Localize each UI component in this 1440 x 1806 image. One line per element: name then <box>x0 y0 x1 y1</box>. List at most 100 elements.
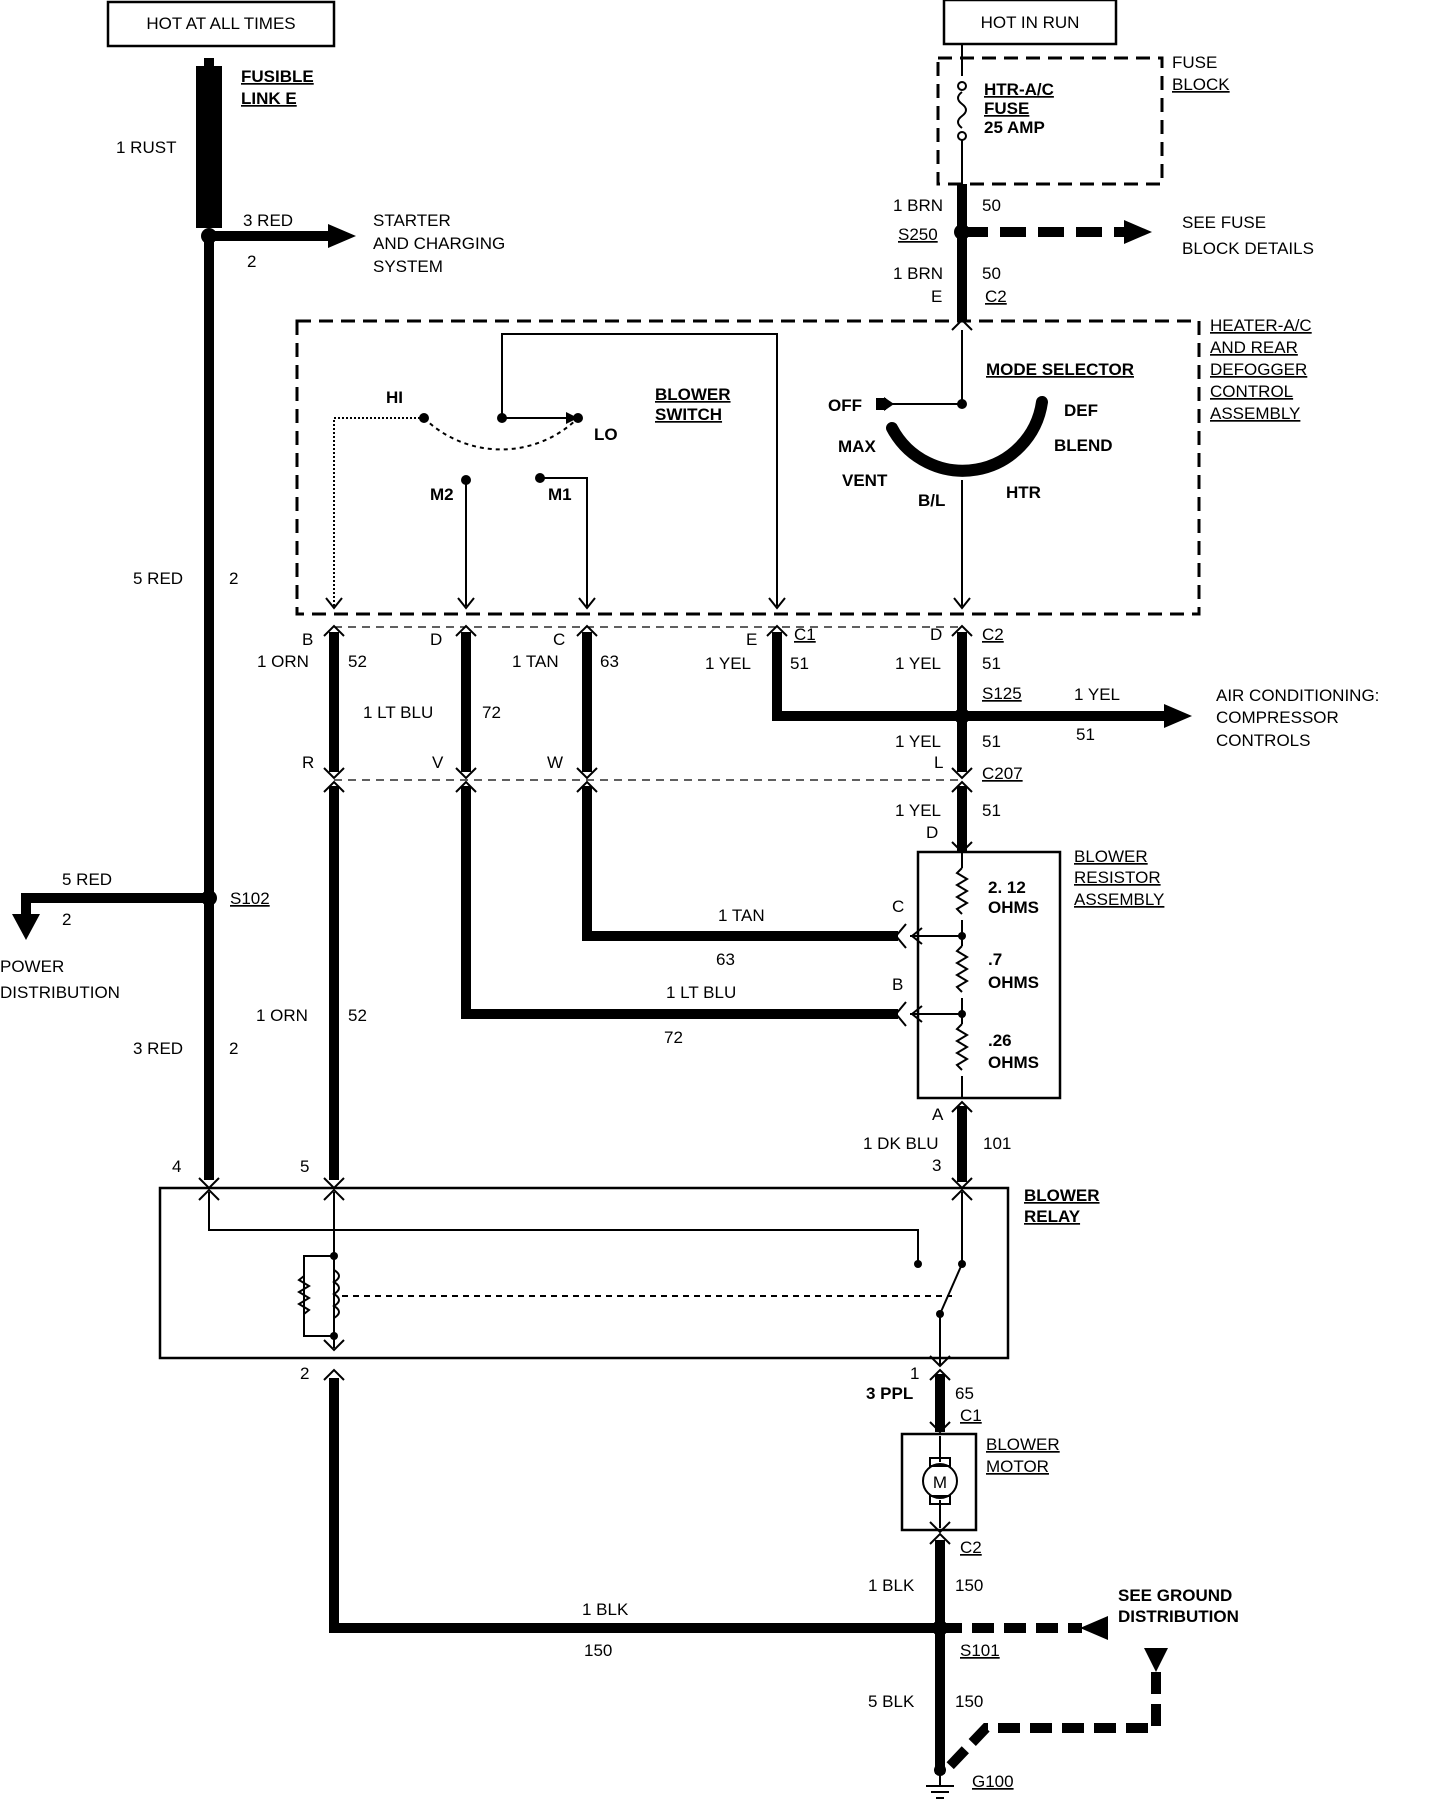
brn-top-label: 1 BRN <box>893 196 943 215</box>
see-fuse-arrow <box>1124 220 1152 244</box>
motor-bottom-arrow <box>929 1521 951 1534</box>
relay-label-1: BLOWER <box>1024 1186 1100 1205</box>
starter-label-2: AND CHARGING <box>373 234 505 253</box>
motor-c1-label: C1 <box>960 1406 982 1425</box>
hi-label: HI <box>386 388 403 407</box>
ac-label-1: AIR CONDITIONING: <box>1216 686 1379 705</box>
relay-pin-4 <box>198 1177 220 1190</box>
r1-label-2: OHMS <box>988 898 1039 917</box>
pin-b-label: B <box>302 630 313 649</box>
brn-top-circuit: 50 <box>982 196 1001 215</box>
blk1-circuit: 150 <box>955 1576 983 1595</box>
m1-arrow <box>578 597 596 610</box>
c207-pin-r-bot <box>323 780 345 793</box>
hot-in-run-label: HOT IN RUN <box>981 13 1080 32</box>
g100-label: G100 <box>972 1772 1014 1791</box>
pin-d3-label: D <box>926 823 938 842</box>
s101-label: S101 <box>960 1641 1000 1660</box>
yel-mid-label: 1 YEL <box>895 732 941 751</box>
pin-l-label: L <box>934 753 943 772</box>
motor-armature <box>922 1463 958 1499</box>
fusible-link-e <box>196 66 222 228</box>
ltblu-mid-circuit: 72 <box>664 1028 683 1047</box>
c1-pin-e <box>766 624 788 637</box>
mode-output-arrow <box>953 597 971 610</box>
blk1-label: 1 BLK <box>868 1576 915 1595</box>
lo-label: LO <box>594 425 618 444</box>
relay-nc-contact <box>914 1260 922 1268</box>
relay-pin-5 <box>323 1177 345 1190</box>
fusible-link-label-1: FUSIBLE <box>241 67 314 86</box>
ltblu-connector <box>894 1001 907 1027</box>
pin-r-label: R <box>302 753 314 772</box>
heater-ac-label-4: CONTROL <box>1210 382 1293 401</box>
yel-ac-circuit: 51 <box>1076 725 1095 744</box>
relay-in-3 <box>951 1188 973 1201</box>
relay-resistor <box>297 1275 311 1315</box>
c1-label: C1 <box>794 625 816 644</box>
motor-label-1: BLOWER <box>986 1435 1060 1454</box>
orn-top-circuit: 52 <box>348 652 367 671</box>
heater-ac-control-box <box>295 319 1201 616</box>
yel-ac-label: 1 YEL <box>1074 685 1120 704</box>
s102-label: S102 <box>230 889 270 908</box>
resistor-3 <box>955 1023 969 1071</box>
mode-arc <box>886 396 1048 477</box>
resistor-label-3: ASSEMBLY <box>1074 890 1164 909</box>
relay-pin-2-label: 2 <box>300 1364 309 1383</box>
res-pin-a-label: A <box>932 1105 944 1124</box>
relay-pin-1-label: 1 <box>910 1364 919 1383</box>
see-fuse-label-2: BLOCK DETAILS <box>1182 239 1314 258</box>
fusible-link-label-2: LINK E <box>241 89 297 108</box>
relay-out-1 <box>929 1355 951 1368</box>
m1-label: M1 <box>548 485 572 504</box>
c1-pin-c <box>576 624 598 637</box>
motor-c1-connector <box>929 1421 951 1434</box>
relay-armature <box>939 1263 963 1315</box>
relay-pin-2 <box>323 1368 345 1381</box>
motor-label-2: MOTOR <box>986 1457 1049 1476</box>
blk-h-label: 1 BLK <box>582 1600 629 1619</box>
tan-wire-lower <box>582 786 898 941</box>
ltblu-top-circuit: 72 <box>482 703 501 722</box>
tan-top-circuit: 63 <box>600 652 619 671</box>
see-ground-label-1: SEE GROUND <box>1118 1586 1232 1605</box>
pin-d-label: D <box>430 630 442 649</box>
pin-d2-label: D <box>930 625 942 644</box>
yel-low-circuit: 51 <box>982 801 1001 820</box>
switch-feed-wire <box>501 333 778 606</box>
c207-pin-w-top <box>576 767 598 780</box>
relay-pin-3 <box>951 1177 973 1190</box>
r1-label-1: 2. 12 <box>988 878 1026 897</box>
starter-wire-color: 3 RED <box>243 211 293 230</box>
fuse-block-label-1: FUSE <box>1172 53 1217 72</box>
relay-in-4 <box>198 1188 220 1201</box>
max-label: MAX <box>838 437 876 456</box>
c207-pin-v-top <box>455 767 477 780</box>
red3-mid-label: 3 RED <box>133 1039 183 1058</box>
red5-pd-circuit: 2 <box>62 910 71 929</box>
fuse-terminal-top <box>957 81 967 91</box>
yel-low-label: 1 YEL <box>895 801 941 820</box>
ac-arrow <box>1164 704 1192 728</box>
pin-e-label: E <box>746 630 757 649</box>
off-contact <box>876 398 886 410</box>
ltblu-mid-label: 1 LT BLU <box>666 983 736 1002</box>
relay-in-5 <box>323 1188 345 1201</box>
blower-resistor-box <box>916 850 1062 1100</box>
resistor-label-2: RESISTOR <box>1074 868 1161 887</box>
relay-out-2 <box>323 1339 345 1352</box>
tan-mid-label: 1 TAN <box>718 906 765 925</box>
tan-mid-circuit: 63 <box>716 950 735 969</box>
res-pin-b-arrow <box>910 1005 923 1023</box>
blk5-circuit: 150 <box>955 1692 983 1711</box>
fuse-label-1: HTR-A/C <box>984 80 1054 99</box>
mode-selector-label: MODE SELECTOR <box>986 360 1134 379</box>
relay-pin-1 <box>929 1368 951 1381</box>
fuse-block-label-2: BLOCK <box>1172 75 1230 94</box>
s250-label: S250 <box>898 225 938 244</box>
heater-ac-label-2: AND REAR <box>1210 338 1298 357</box>
mode-wiper-tip <box>884 397 894 411</box>
